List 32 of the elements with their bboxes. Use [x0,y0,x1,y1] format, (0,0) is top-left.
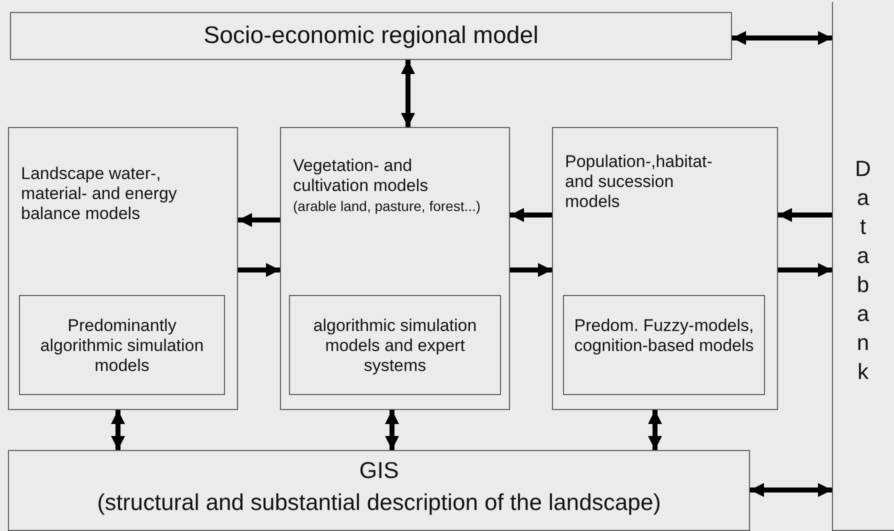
arrow [238,263,280,277]
box-title: Socio-economic regional model [202,22,540,50]
databank-column [832,2,894,531]
box-subtitle: (arable land, pasture, forest...) [293,198,482,215]
arrow [111,410,125,450]
arrow [750,483,832,497]
arrow [648,410,662,450]
box-title: Population-,habitat- and sucession models [565,152,714,212]
method-text: Predominantly algorithmic simulation models [39,316,205,376]
arrow [778,208,832,222]
arrow [778,263,832,277]
method-text: Predom. Fuzzy-models, cognition-based models [573,316,755,356]
method-box [563,295,765,395]
arrow [385,410,399,450]
model-box [280,127,510,410]
arrow [238,213,280,227]
box-subtitle: (structural and substantial description of the landscape) [96,489,662,516]
arrow [510,263,552,277]
model-box [8,127,238,410]
box-title: GIS [358,457,400,484]
gis-box [8,450,750,531]
arrow [510,208,552,222]
model-box [10,12,732,60]
method-text: algorithmic simulation models and expert systems [312,316,478,376]
arrow [732,31,832,45]
arrow [401,60,415,127]
box-title: Landscape water-, material- and energy balance models [21,164,178,224]
method-box [289,295,501,395]
box-title: Vegetation- and cultivation models [293,156,430,196]
method-box [19,295,225,395]
model-box [552,127,778,410]
databank-label: Databank [855,155,871,386]
